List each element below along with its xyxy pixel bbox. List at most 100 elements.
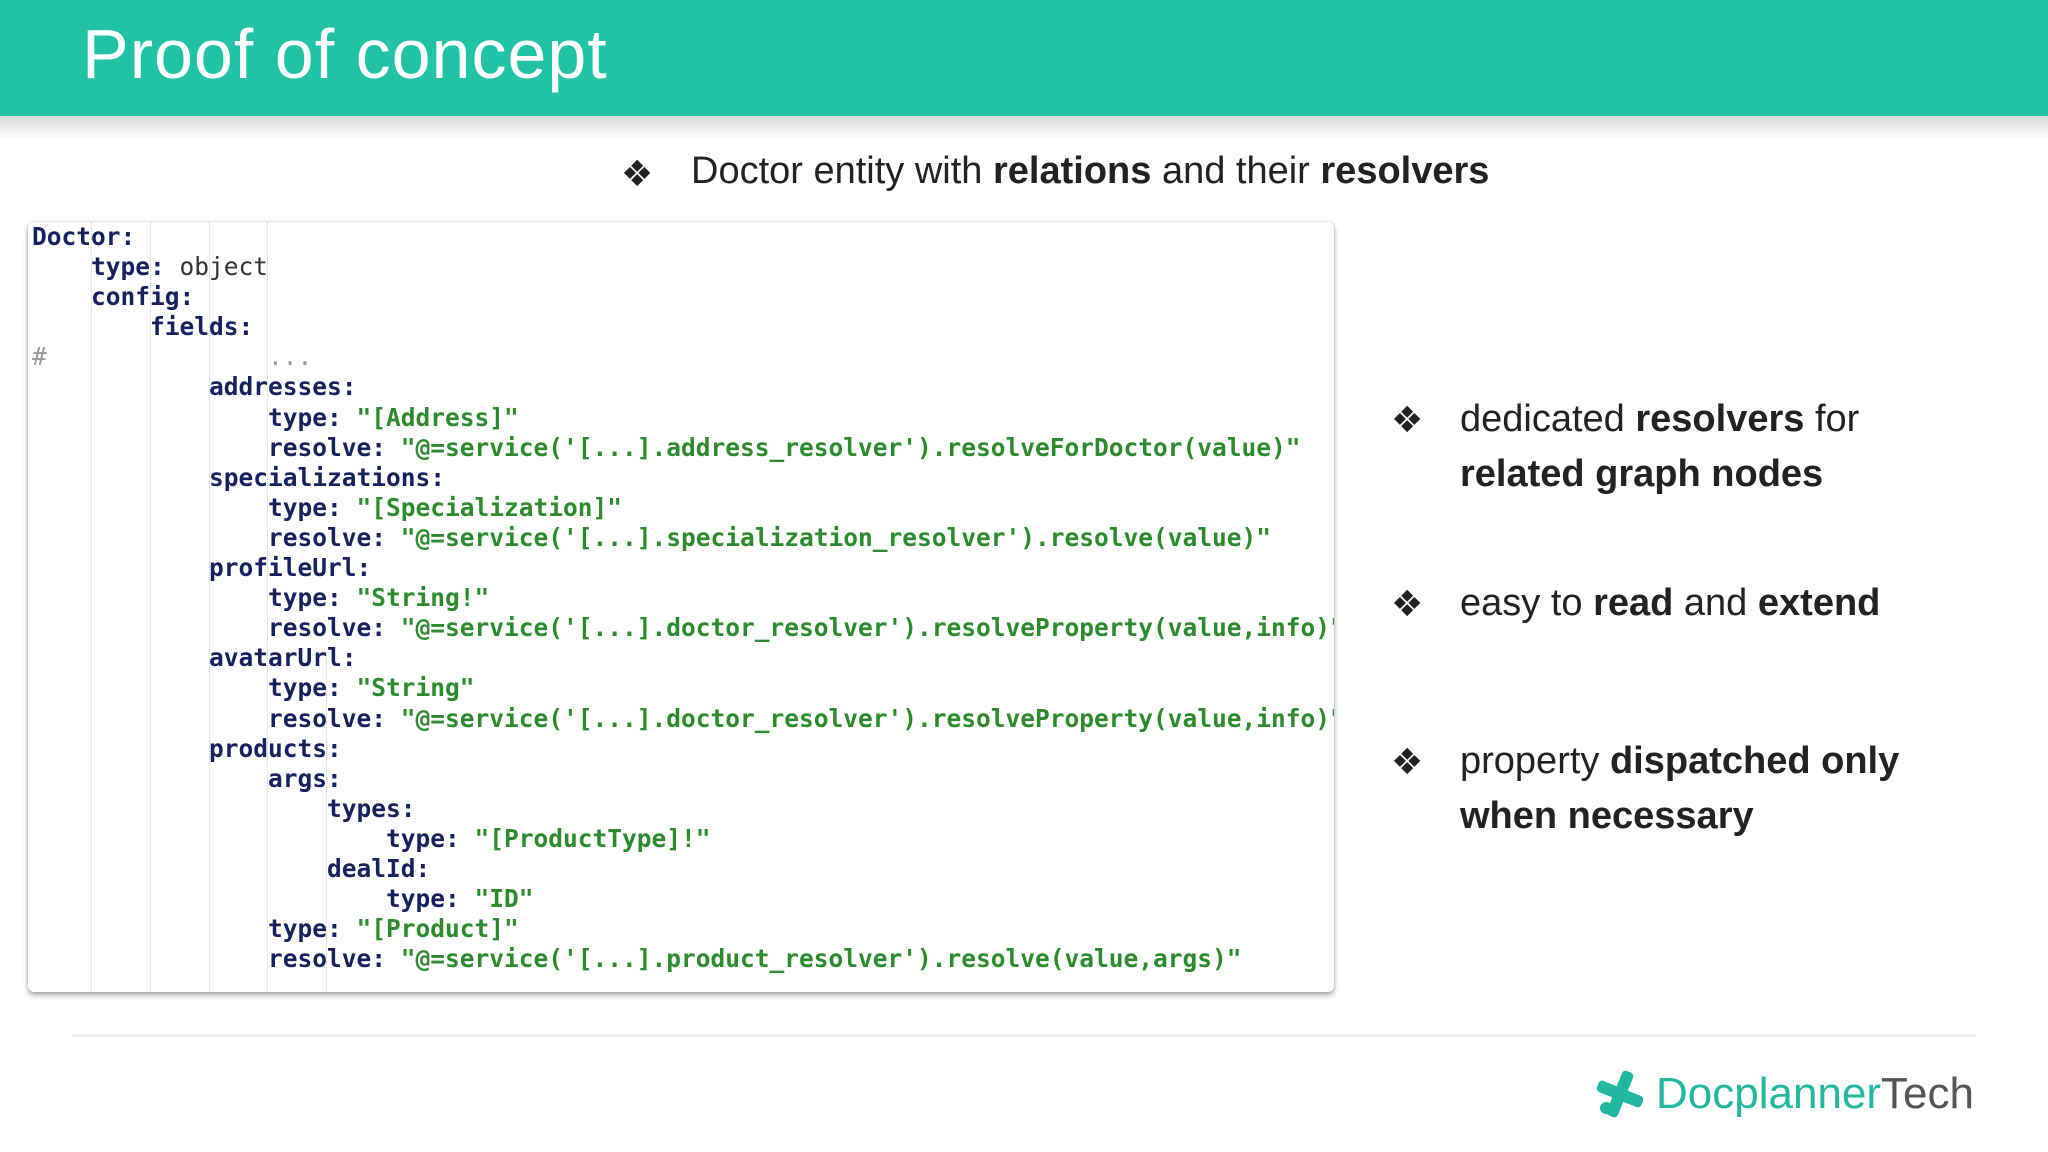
code-token: type: bbox=[268, 673, 342, 703]
code-token bbox=[32, 583, 268, 612]
code-token: "@=service('[...].address_resolver').res… bbox=[386, 432, 1301, 462]
code-line: resolve: "@=service('[...].doctor_resolv… bbox=[32, 613, 1334, 643]
bullet-bold-text: read bbox=[1593, 582, 1674, 624]
code-line: fields: bbox=[32, 312, 1334, 342]
code-line: type: "String" bbox=[32, 673, 1334, 703]
code-token bbox=[32, 523, 268, 552]
code-token: "@=service('[...].doctor_resolver').reso… bbox=[386, 613, 1334, 643]
top-bullet-bold-resolvers: resolvers bbox=[1320, 150, 1490, 192]
right-bullet-line: when necessary bbox=[1460, 789, 1980, 844]
code-token: "@=service('[...].product_resolver').res… bbox=[386, 944, 1242, 974]
code-token: Doctor: bbox=[32, 222, 136, 251]
code-token: resolve: bbox=[268, 522, 387, 552]
bullet-text: for bbox=[1804, 398, 1860, 440]
code-line: resolve: "@=service('[...].product_resol… bbox=[32, 944, 1334, 974]
code-line: type: "[Address]" bbox=[32, 403, 1334, 433]
code-line: type: "[Specialization]" bbox=[32, 493, 1334, 523]
code-line: types: bbox=[32, 794, 1334, 824]
top-bullet-text-2: and their bbox=[1151, 150, 1321, 192]
code-token bbox=[32, 854, 327, 883]
yaml-code-block: Doctor: type: object config: fields:# ..… bbox=[32, 222, 1334, 974]
code-line: resolve: "@=service('[...].address_resol… bbox=[32, 433, 1334, 463]
code-token: resolve: bbox=[268, 613, 387, 643]
top-bullet: Doctor entity with relations and their r… bbox=[691, 150, 1489, 193]
code-token: profileUrl: bbox=[209, 553, 372, 583]
code-token bbox=[32, 643, 209, 672]
code-token: type: bbox=[268, 402, 342, 432]
code-line: products: bbox=[32, 734, 1334, 764]
code-token bbox=[32, 884, 386, 913]
right-bullet-line: related graph nodes bbox=[1460, 447, 1980, 502]
code-token bbox=[32, 734, 209, 763]
code-token bbox=[32, 403, 268, 432]
indent-guide bbox=[209, 222, 210, 992]
code-token: resolve: bbox=[268, 944, 387, 974]
code-token: resolve: bbox=[268, 432, 387, 462]
right-bullet: dedicated resolvers for related graph nod… bbox=[1460, 392, 1980, 502]
indent-guide bbox=[91, 222, 92, 992]
indent-guide bbox=[150, 222, 151, 992]
title-bar-shadow bbox=[0, 116, 2048, 138]
code-token: args: bbox=[268, 763, 342, 793]
code-token: products: bbox=[209, 733, 342, 763]
footer-divider bbox=[72, 1034, 1976, 1037]
code-token: "ID" bbox=[459, 884, 534, 914]
right-bullet-line: property dispatched only bbox=[1460, 734, 1980, 789]
bullet-icon: ❖ bbox=[1391, 399, 1424, 440]
bullet-text: property bbox=[1460, 740, 1610, 782]
code-token: dealId: bbox=[327, 853, 431, 883]
code-token bbox=[32, 372, 209, 401]
right-bullet: property dispatched only when necessary bbox=[1460, 734, 1980, 844]
logo-text-docplanner: Docplanner bbox=[1656, 1069, 1882, 1118]
indent-guide bbox=[267, 222, 268, 992]
bullet-bold-text: resolvers bbox=[1635, 398, 1805, 440]
bullet-text: and bbox=[1673, 582, 1758, 624]
code-token bbox=[32, 704, 268, 733]
logo-wordmark: DocplannerTech bbox=[1656, 1069, 1974, 1119]
code-token bbox=[32, 463, 209, 492]
code-token: "[Specialization]" bbox=[341, 492, 623, 522]
code-token: specializations: bbox=[209, 462, 446, 492]
docplanner-logo-icon bbox=[1596, 1070, 1644, 1118]
top-bullet-bold-relations: relations bbox=[993, 150, 1152, 192]
code-line: args: bbox=[32, 764, 1334, 794]
bullet-bold-text: when necessary bbox=[1460, 795, 1754, 837]
code-line: type: "ID" bbox=[32, 884, 1334, 914]
code-line: type: "[Product]" bbox=[32, 914, 1334, 944]
bullet-icon: ❖ bbox=[621, 153, 654, 194]
code-token: object bbox=[164, 252, 269, 282]
code-token bbox=[32, 673, 268, 702]
code-token: resolve: bbox=[268, 703, 387, 733]
code-token: "String" bbox=[341, 673, 475, 703]
code-line: resolve: "@=service('[...].specializatio… bbox=[32, 523, 1334, 553]
right-bullet-line: easy to read and extend bbox=[1460, 576, 1980, 631]
code-line: type: "[ProductType]!" bbox=[32, 824, 1334, 854]
code-token: type: bbox=[268, 492, 342, 522]
bullet-bold-text: extend bbox=[1757, 582, 1881, 624]
code-token bbox=[32, 282, 91, 311]
code-token: "[Address]" bbox=[341, 402, 519, 432]
bullet-text: dedicated bbox=[1460, 398, 1636, 440]
code-token bbox=[32, 493, 268, 522]
code-token: config: bbox=[91, 282, 195, 312]
right-bullet-line: dedicated resolvers for bbox=[1460, 392, 1980, 447]
bullet-bold-text: related graph nodes bbox=[1460, 453, 1824, 495]
code-token: types: bbox=[327, 793, 416, 823]
code-line: dealId: bbox=[32, 854, 1334, 884]
code-token bbox=[32, 794, 327, 823]
code-token bbox=[32, 252, 91, 281]
docplanner-tech-logo: DocplannerTech bbox=[1594, 1066, 1974, 1122]
code-screenshot: Doctor: type: object config: fields:# ..… bbox=[28, 222, 1334, 992]
code-line: Doctor: bbox=[32, 222, 1334, 252]
code-token bbox=[32, 312, 150, 341]
code-token bbox=[32, 764, 268, 793]
code-token: avatarUrl: bbox=[209, 643, 357, 673]
code-token: "@=service('[...].doctor_resolver').reso… bbox=[386, 703, 1334, 733]
code-token: fields: bbox=[150, 312, 254, 342]
code-token: type: bbox=[268, 583, 342, 613]
code-token bbox=[32, 433, 268, 462]
bullet-text: easy to bbox=[1460, 582, 1594, 624]
code-token: type: bbox=[268, 914, 342, 944]
code-token: type: bbox=[386, 884, 460, 914]
logo-text-tech: Tech bbox=[1881, 1069, 1974, 1118]
